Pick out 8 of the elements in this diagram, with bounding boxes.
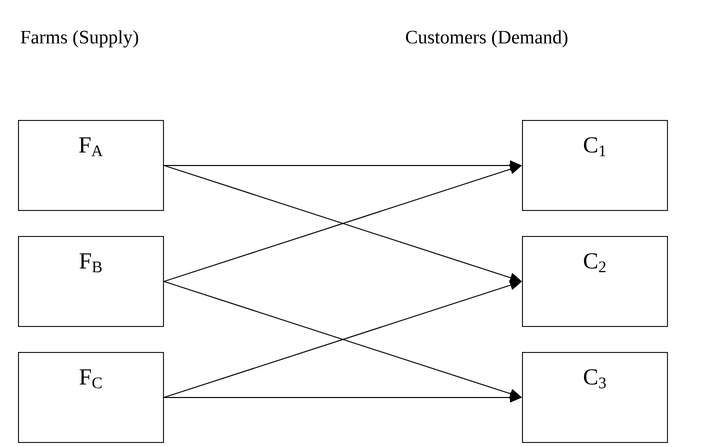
box: F$_{A}$ <box>18 120 164 211</box>
box: C$_{2}$ <box>522 236 668 327</box>
box: C$_{1}$ <box>522 120 668 211</box>
column-heading: Farms (Supply) <box>20 30 138 48</box>
box: F$_{B}$ <box>18 236 164 327</box>
column-heading: Customers (Demand) <box>406 30 568 48</box>
box: C$_{3}$ <box>522 352 668 443</box>
box: F$_{C}$ <box>18 352 164 443</box>
